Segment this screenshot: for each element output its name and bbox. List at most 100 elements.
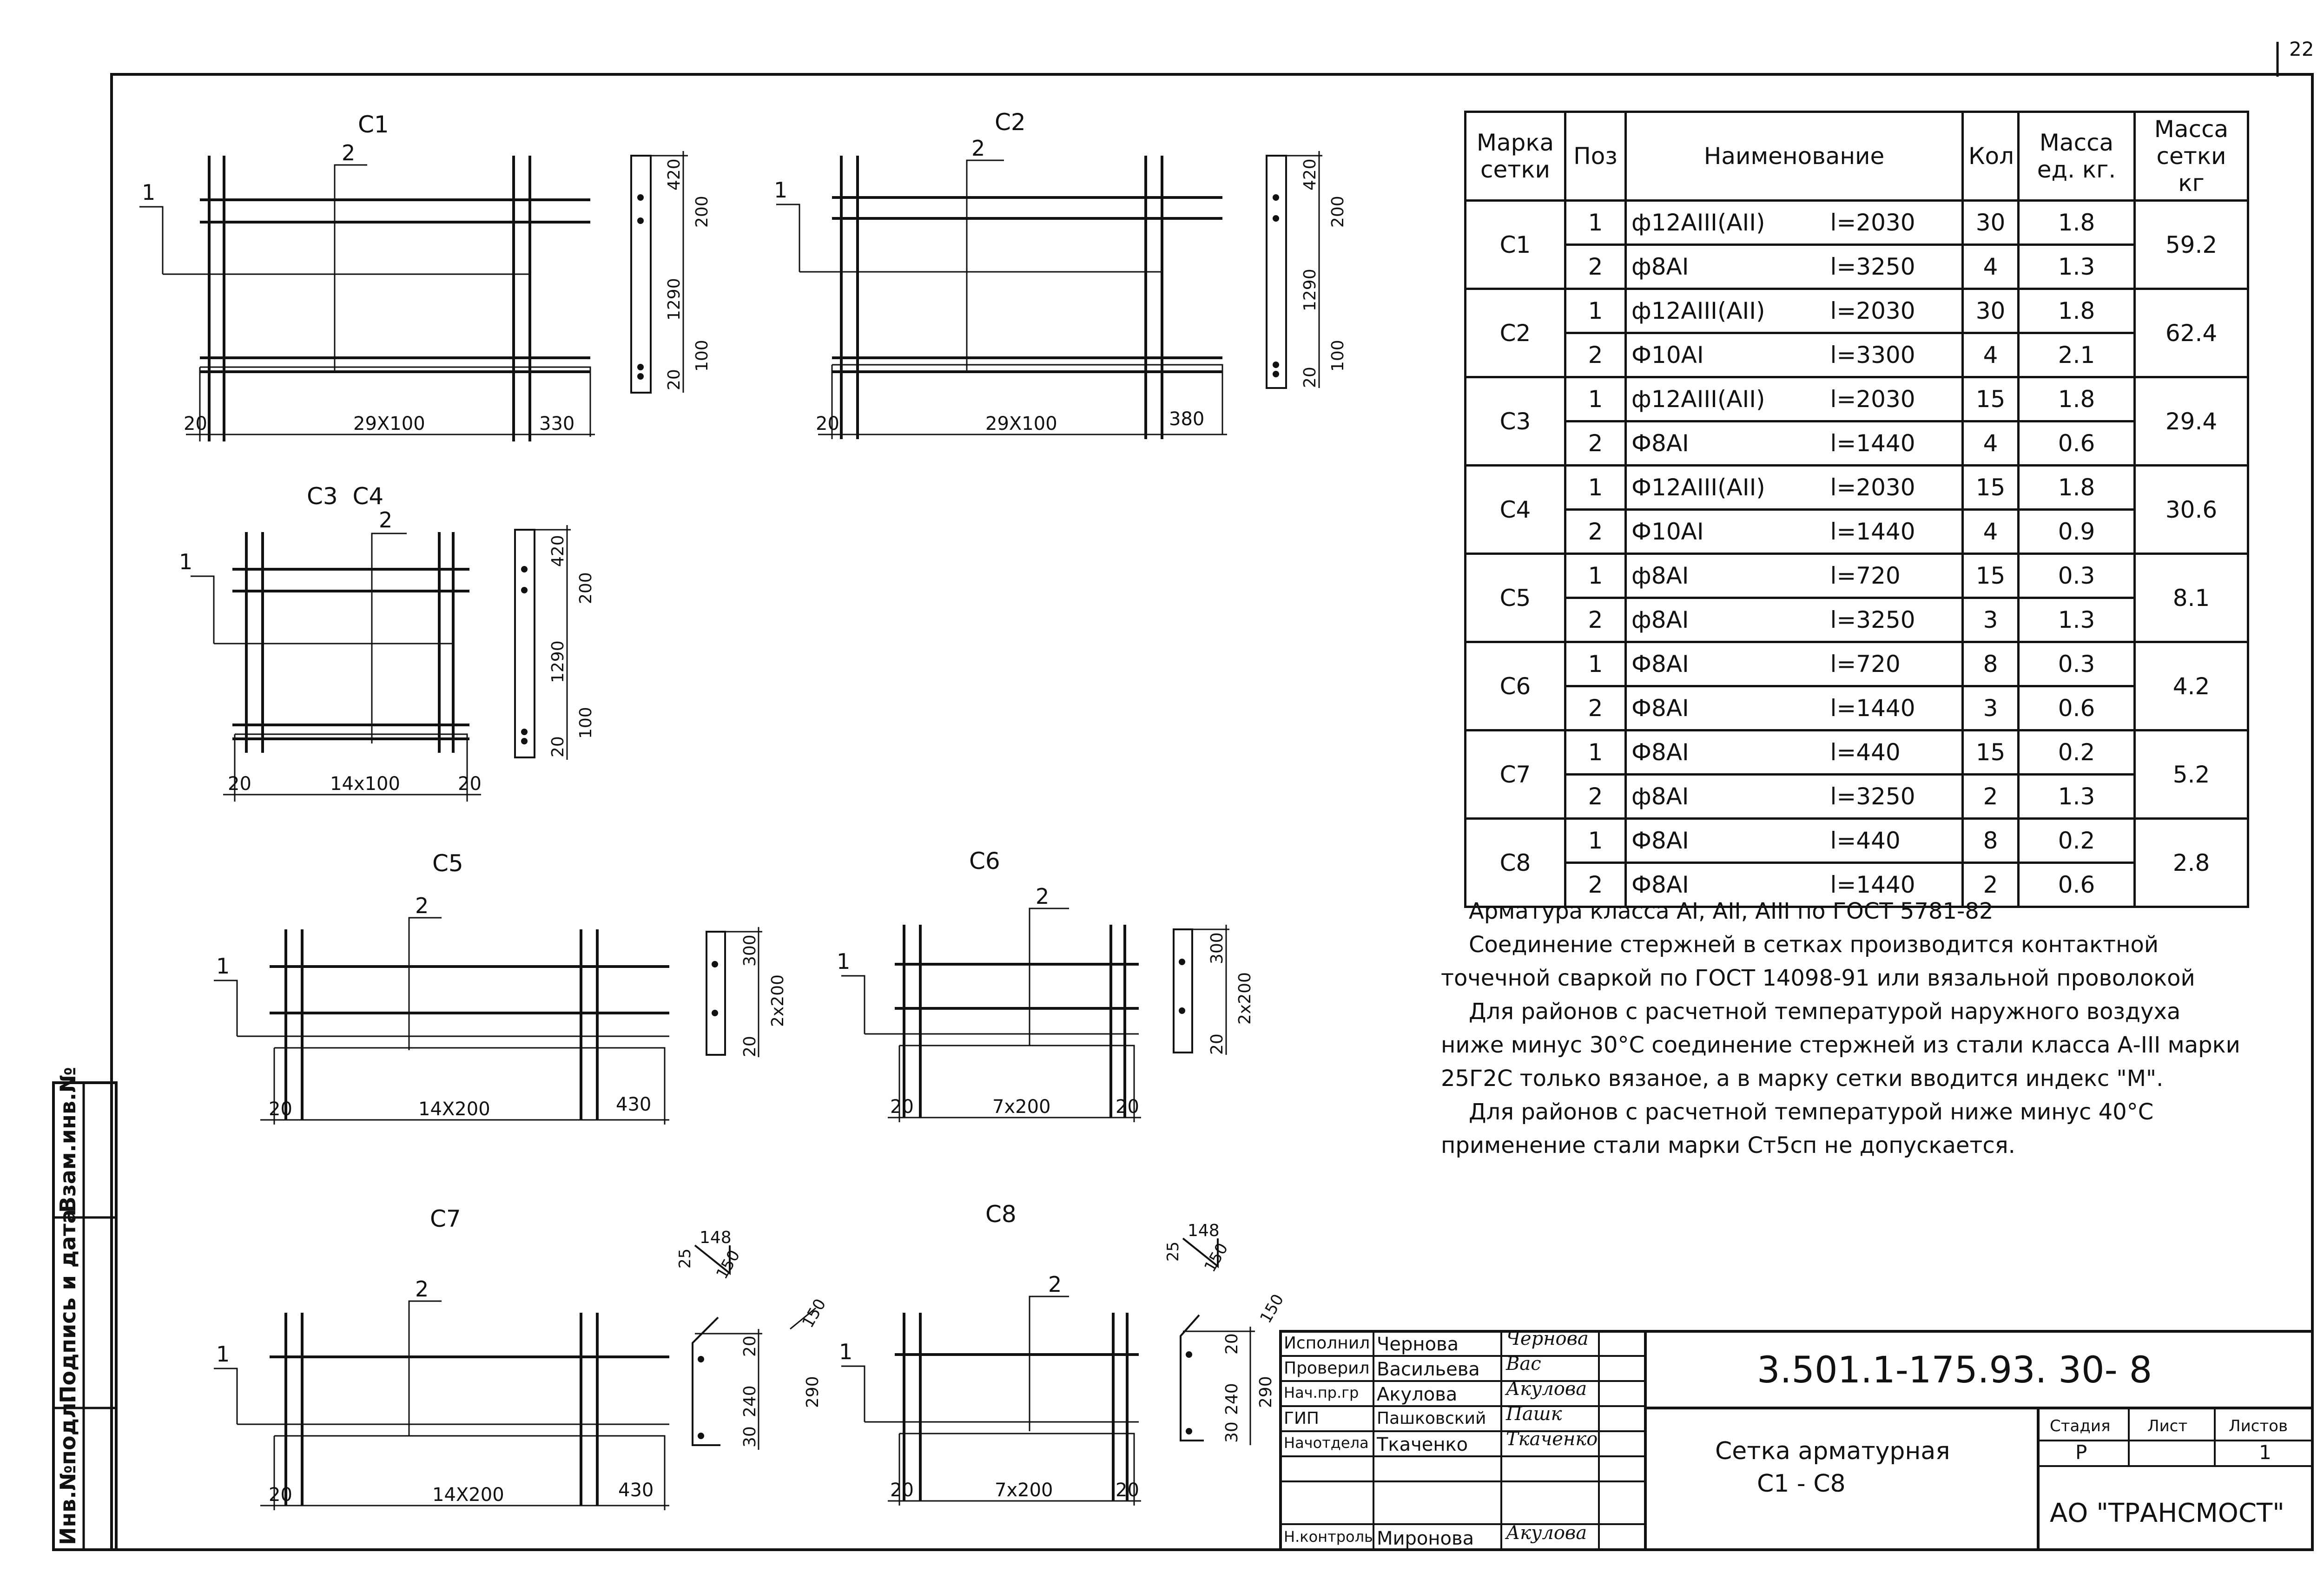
svg-text:20: 20 — [740, 1335, 759, 1357]
bar-name-cell: ф12АIII(АII) — [1624, 288, 1826, 334]
svg-text:2: 2 — [1036, 884, 1049, 909]
svg-text:Листов: Листов — [2229, 1417, 2288, 1435]
unit-mass-cell: 0.6 — [2017, 420, 2136, 467]
mesh-mark-cell: С6 — [1464, 641, 1566, 731]
svg-text:Лист: Лист — [2147, 1417, 2187, 1435]
pos-cell: 2 — [1564, 508, 1627, 555]
svg-text:14х100: 14х100 — [330, 773, 400, 795]
mesh-c7-drawing: С7 1 2 20 14Х200 430 148 25 150 20 240 3… — [214, 1205, 830, 1510]
svg-text:20: 20 — [1116, 1096, 1139, 1118]
mesh-mark-cell: С8 — [1464, 817, 1566, 908]
bar-name-cell: ф8АI — [1624, 773, 1826, 820]
svg-text:С2: С2 — [995, 109, 1026, 136]
unit-mass-cell: 1.8 — [2017, 199, 2136, 246]
bar-name-cell: ф12АIII(АII) — [1624, 199, 1826, 246]
svg-text:1: 1 — [179, 549, 192, 574]
svg-text:1290: 1290 — [1301, 269, 1320, 311]
bar-name-cell: Ф8АI — [1624, 641, 1826, 687]
svg-text:20: 20 — [1301, 367, 1320, 388]
pos-cell: 1 — [1564, 464, 1627, 511]
bar-name-cell: ф8АI — [1624, 597, 1826, 643]
note-1: Арматура класса АI, АII, АIII по ГОСТ 57… — [1469, 898, 1994, 924]
svg-text:1: 1 — [216, 1342, 230, 1367]
svg-text:240: 240 — [740, 1385, 759, 1417]
svg-text:100: 100 — [1328, 340, 1347, 372]
svg-text:30: 30 — [1222, 1421, 1241, 1443]
bar-length-cell: l=3250 — [1825, 243, 1964, 290]
bar-name-cell: Ф8АI — [1624, 685, 1826, 731]
pos-cell: 1 — [1564, 288, 1627, 334]
svg-text:148: 148 — [1188, 1221, 1220, 1240]
svg-text:150: 150 — [799, 1296, 830, 1331]
bar-length-cell: l=720 — [1825, 553, 1964, 599]
header-name: Наименование — [1624, 111, 1964, 202]
svg-text:20: 20 — [458, 773, 482, 795]
mesh-mass-cell: 30.6 — [2133, 464, 2249, 555]
bar-name-cell: ф12АIII(АII) — [1624, 376, 1826, 422]
qty-cell: 4 — [1961, 243, 2020, 290]
qty-cell: 2 — [1961, 862, 2020, 908]
bar-name-cell: Ф8АI — [1624, 729, 1826, 776]
svg-text:2: 2 — [379, 507, 392, 533]
pos-cell: 1 — [1564, 817, 1627, 864]
mesh-c3-c4-drawing: С3 С4 1 2 20 14х100 20 420 200 1290 100 … — [179, 483, 595, 802]
svg-text:20: 20 — [269, 1484, 292, 1506]
bar-length-cell: l=1440 — [1825, 508, 1964, 555]
side-stamp-inv: Инв.№подл. — [55, 1395, 80, 1545]
svg-text:150: 150 — [713, 1247, 744, 1282]
svg-text:1: 1 — [216, 954, 230, 979]
mesh-c2-drawing: С2 1 2 20 29Х100 380 420 200 1290 100 20 — [774, 109, 1347, 439]
svg-text:30: 30 — [740, 1426, 759, 1447]
svg-text:20: 20 — [890, 1480, 914, 1501]
qty-cell: 30 — [1961, 288, 2020, 334]
mesh-mark-cell: С5 — [1464, 553, 1566, 643]
pos-cell: 2 — [1564, 597, 1627, 643]
svg-text:14Х200: 14Х200 — [432, 1484, 504, 1506]
pos-cell: 2 — [1564, 685, 1627, 731]
side-stamp-replace: Взам.инв.№ — [55, 1067, 80, 1213]
bar-length-cell: l=1440 — [1825, 862, 1964, 908]
side-stamp-sign: Подпись и дата — [55, 1209, 80, 1403]
header-qty: Кол — [1961, 111, 2020, 202]
qty-cell: 3 — [1961, 685, 2020, 731]
svg-text:1: 1 — [2259, 1441, 2271, 1464]
svg-text:29Х100: 29Х100 — [353, 413, 425, 434]
unit-mass-cell: 1.3 — [2017, 773, 2136, 820]
svg-text:430: 430 — [618, 1480, 654, 1501]
qty-cell: 4 — [1961, 420, 2020, 467]
svg-text:1290: 1290 — [548, 640, 568, 683]
svg-text:С3 С4: С3 С4 — [307, 483, 383, 510]
mesh-mark-cell: С2 — [1464, 288, 1566, 378]
unit-mass-cell: 1.3 — [2017, 243, 2136, 290]
drawing-title-line1: Сетка арматурная — [1715, 1437, 1950, 1465]
mesh-c1-drawing: С1 1 2 20 29Х100 330 420 200 1290 100 20 — [139, 111, 712, 441]
svg-text:150: 150 — [1201, 1240, 1232, 1275]
note-2: Соединение стержней в сетках производитс… — [1441, 932, 2195, 991]
unit-mass-cell: 1.8 — [2017, 376, 2136, 422]
page-number: 22 — [2289, 38, 2314, 60]
bar-length-cell: l=2030 — [1825, 288, 1964, 334]
svg-text:150: 150 — [1256, 1291, 1287, 1326]
organization: АО "ТРАНСМОСТ" — [2050, 1498, 2284, 1528]
drawing-code: 3.501.1-175.93. 30- 8 — [1757, 1349, 2152, 1391]
svg-text:1: 1 — [774, 178, 787, 203]
svg-text:2х200: 2х200 — [768, 974, 787, 1027]
mesh-mark-cell: С4 — [1464, 464, 1566, 555]
unit-mass-cell: 0.2 — [2017, 729, 2136, 776]
svg-text:420: 420 — [1301, 158, 1320, 191]
signature-executor: Чернова — [1506, 1328, 1589, 1349]
svg-text:20: 20 — [816, 413, 839, 434]
svg-text:290: 290 — [1256, 1376, 1275, 1408]
qty-cell: 2 — [1961, 773, 2020, 820]
note-4: Для районов с расчетной температурой ниж… — [1441, 1099, 2154, 1158]
mesh-c8-drawing: С8 1 2 20 7х200 20 148 25 150 20 240 30 … — [839, 1201, 1287, 1506]
